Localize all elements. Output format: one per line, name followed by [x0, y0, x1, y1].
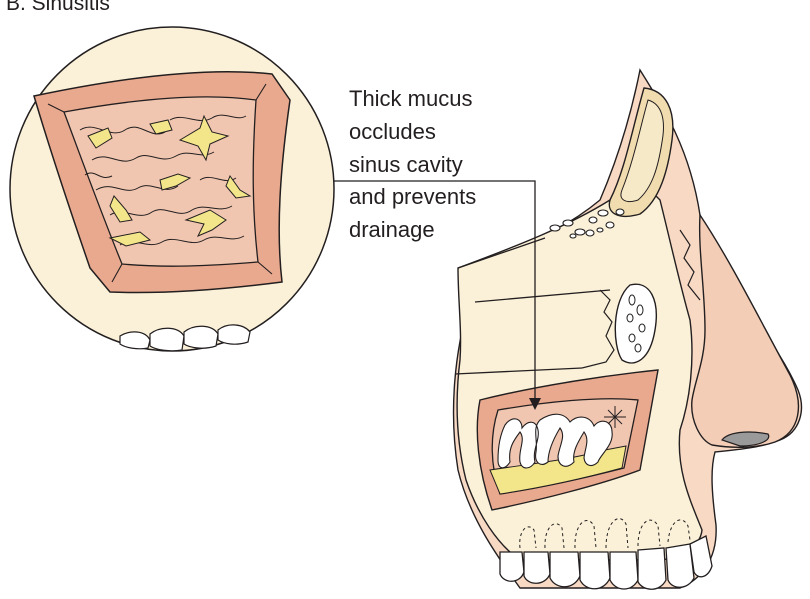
zygomatic-suture: [679, 229, 701, 301]
skull-head-illustration: [452, 68, 803, 590]
figure-title: B. Sinusitis: [6, 0, 110, 15]
callout-line-1: Thick mucus: [349, 86, 472, 111]
callout-line-3: sinus cavity: [349, 152, 463, 177]
nasal-cavity-cells: [626, 294, 646, 353]
cilia-tufts: [87, 114, 252, 247]
upper-teeth: [499, 535, 713, 590]
ethmoid-air-cells: [549, 208, 625, 239]
cut-line-1: [457, 237, 546, 269]
circle-teeth: [119, 324, 251, 352]
callout-line-4: and prevents: [349, 184, 476, 209]
nasal-cavity-oval: [614, 283, 657, 364]
leader-line: [333, 180, 536, 406]
leader-arrowhead: [529, 398, 541, 410]
bevel-line-3: [257, 261, 273, 275]
callout-line-5: drainage: [349, 217, 435, 242]
thickened-mucosa: [497, 413, 613, 469]
cut-line-2: [474, 289, 611, 303]
cut-line-3: [454, 367, 583, 375]
bevel-line-2: [255, 83, 267, 101]
skull-suture: [581, 289, 615, 369]
tooth-roots: [519, 518, 691, 549]
nose: [691, 212, 800, 448]
frontal-sinus-inner: [620, 99, 664, 203]
nostril: [721, 431, 770, 447]
sinus-cilia: [604, 406, 626, 428]
magnified-view: [9, 26, 335, 352]
callout: Thick mucus occludes sinus cavity and pr…: [333, 86, 541, 410]
bevel-line-1: [47, 103, 65, 113]
bevel-line-4: [111, 263, 123, 283]
callout-line-2: occludes: [349, 119, 436, 144]
